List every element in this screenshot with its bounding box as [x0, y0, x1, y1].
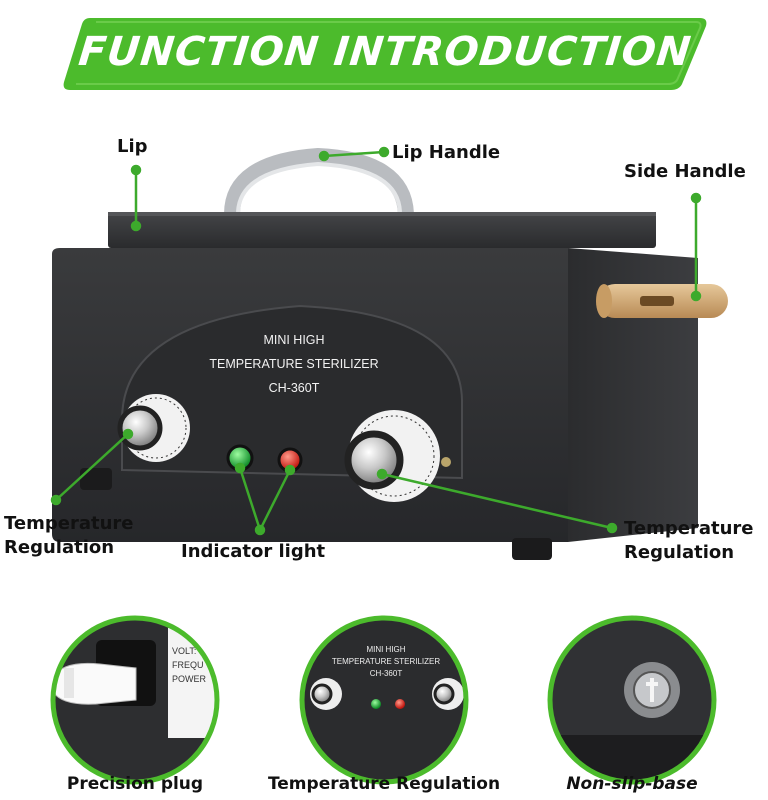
faceplate-line2: TEMPERATURE STERILIZER	[209, 357, 378, 371]
label-temp-right-line1: Temperature	[624, 518, 754, 539]
label-temperature-regulation-detail: Temperature Regulation	[267, 774, 501, 794]
foot-right	[512, 538, 552, 560]
plate-line-frequ: FREQU	[172, 660, 204, 670]
plate-line-volt: VOLT:	[172, 646, 196, 656]
label-side-handle: Side Handle	[624, 161, 746, 182]
label-temp-left-line1: Temperature	[4, 513, 134, 534]
detail-plate-line1: MINI HIGH	[366, 645, 405, 654]
detail-plug	[53, 618, 217, 782]
left-knob	[117, 405, 163, 451]
label-temp-right-line2: Regulation	[624, 542, 735, 564]
label-temperature-regulation-right: Temperature Regulation	[624, 517, 753, 566]
label-temperature-regulation-left: Temperature Regulation	[4, 512, 133, 561]
detail-plate-line3: CH-360T	[370, 669, 403, 678]
callout-lines	[50, 146, 702, 536]
label-lip: Lip	[117, 136, 148, 157]
plate-line-power: POWER	[172, 674, 207, 684]
detail-faceplate	[302, 618, 466, 782]
faceplate-line1: MINI HIGH	[263, 333, 324, 347]
foot-left	[80, 468, 112, 490]
lid	[108, 212, 656, 248]
faceplate-line3: CH-360T	[269, 381, 320, 395]
detail-base	[550, 618, 714, 782]
label-lip-handle: Lip Handle	[392, 142, 501, 163]
label-indicator-light: Indicator light	[181, 541, 326, 562]
label-temp-left-line2: Regulation	[4, 537, 115, 559]
label-precision-plug: Precision plug	[66, 774, 204, 794]
banner-background	[63, 18, 707, 90]
right-knob	[344, 430, 404, 490]
lid-handle	[224, 147, 414, 222]
label-non-slip-base: Non-slip-base	[566, 774, 698, 794]
detail-plate-line2: TEMPERATURE STERILIZER	[332, 657, 441, 666]
